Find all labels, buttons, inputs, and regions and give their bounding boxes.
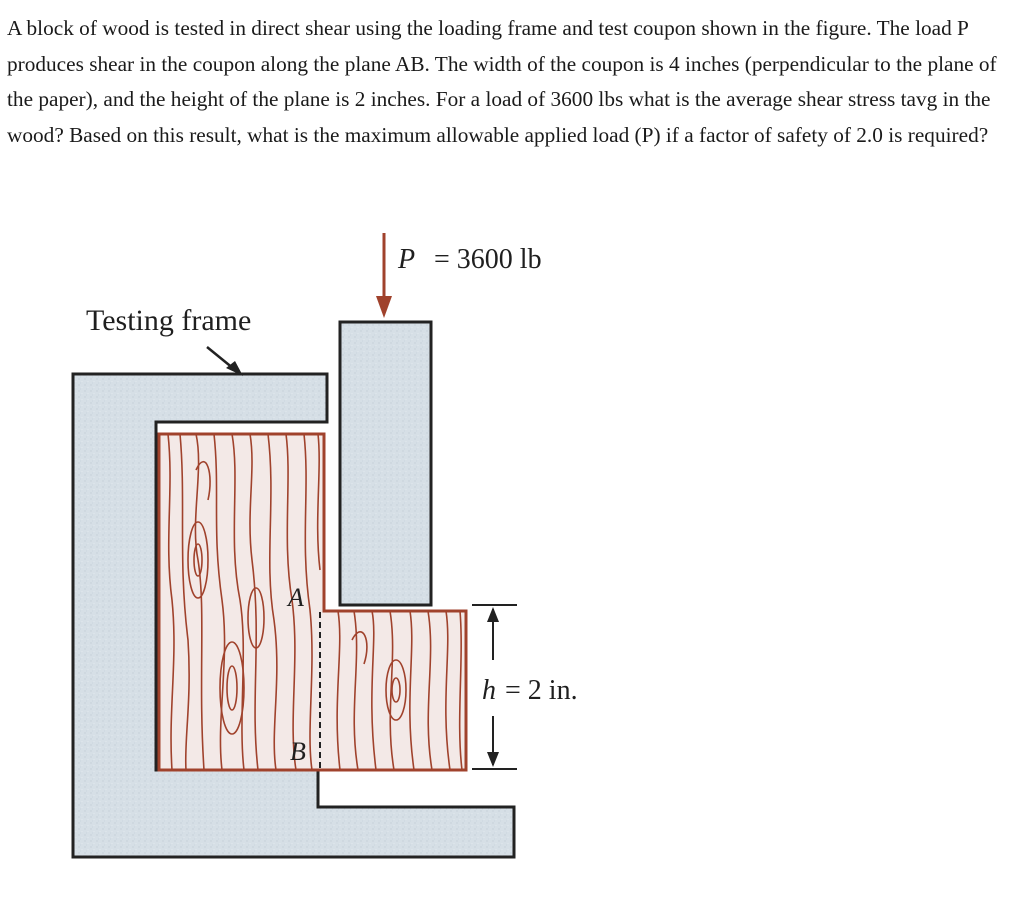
height-value: = 2 in. <box>505 675 578 706</box>
height-dimension <box>472 604 517 770</box>
question-text: A block of wood is tested in direct shea… <box>7 16 997 147</box>
testing-frame-label: Testing frame <box>86 304 251 337</box>
frame-pointer-arrow <box>206 346 243 376</box>
wood-coupon <box>157 432 468 772</box>
point-a-label: A <box>286 583 304 612</box>
height-symbol: h <box>482 675 496 706</box>
load-value: = 3600 lb <box>434 244 542 275</box>
loading-plunger <box>338 320 433 607</box>
load-symbol: P <box>397 244 415 275</box>
load-arrow <box>376 233 392 318</box>
point-b-label: B <box>290 737 306 766</box>
